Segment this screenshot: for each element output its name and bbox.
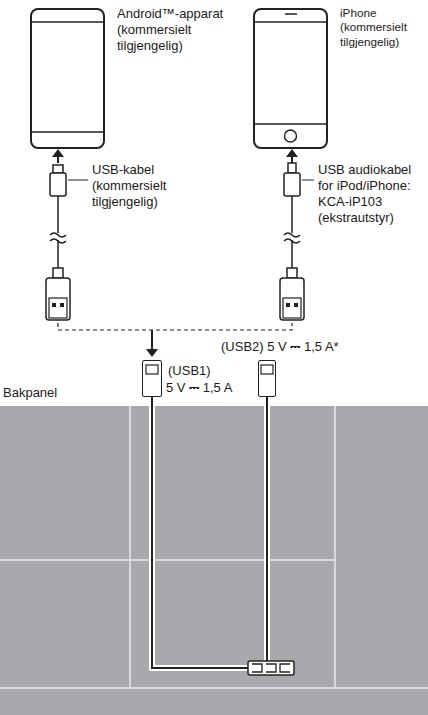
connector-sockets [252, 664, 290, 672]
cable [291, 196, 293, 268]
arrow-head [146, 349, 158, 357]
usb-port: (USB2) 5 V ⎓ 1,5 A* [258, 360, 276, 397]
cable-break [50, 233, 66, 243]
cable-break [284, 233, 300, 243]
phone-outline: iPhone (kommersielt tilgjengelig) [253, 8, 328, 149]
usb-port: (USB1)5 V ⎓ 1,5 A [142, 360, 162, 397]
node-label: 5 V ⎓ 1,5 A [166, 380, 232, 396]
node-label: iPhone (kommersielt tilgjengelig) [340, 6, 426, 49]
usb-a-plug [280, 278, 304, 320]
leader-line [68, 180, 88, 181]
arrow-head [52, 149, 64, 157]
cable-label: USB-kabel (kommersielt tilgjengelig) [92, 162, 192, 210]
node-label: Bakpanel [3, 385, 57, 401]
lightning-plug [284, 173, 300, 196]
lightning-tip [288, 163, 296, 173]
node-label: (USB2) 5 V ⎓ 1,5 A* [221, 339, 339, 355]
arrow-stem [151, 330, 153, 350]
usb-a-neck [287, 268, 297, 278]
leader-line [302, 180, 314, 181]
phone-outline: Android™-apparat (kommersielt tilgjengel… [30, 8, 105, 149]
micro-usb-plug [50, 173, 66, 196]
usb-a-holes [286, 303, 298, 307]
micro-usb-tip [53, 165, 63, 173]
home-button [285, 130, 297, 142]
rear-panel: Bakpanel [0, 406, 428, 715]
cable-halo [152, 397, 267, 668]
android-screen-lines [30, 22, 105, 132]
iphone-screen-lines [253, 14, 328, 124]
node-label: (USB1) [168, 363, 211, 379]
internal-cable [152, 397, 267, 668]
panel-seams [0, 406, 428, 688]
port-slot [146, 365, 158, 374]
usb-a-shell [49, 298, 67, 318]
port-slot [261, 365, 273, 374]
dashed-bracket [58, 323, 292, 330]
usb-a-holes [52, 303, 64, 307]
usb-a-plug [46, 278, 70, 320]
usb-a-shell [283, 298, 301, 318]
arrow-head [286, 149, 298, 157]
cable-label: USB audiokabel for iPod/iPhone: KCA-iP10… [318, 162, 424, 225]
usb-a-neck [53, 268, 63, 278]
connector [248, 661, 294, 675]
node-label: Android™-apparat (kommersielt tilgjengel… [117, 6, 242, 54]
cable [57, 196, 59, 268]
